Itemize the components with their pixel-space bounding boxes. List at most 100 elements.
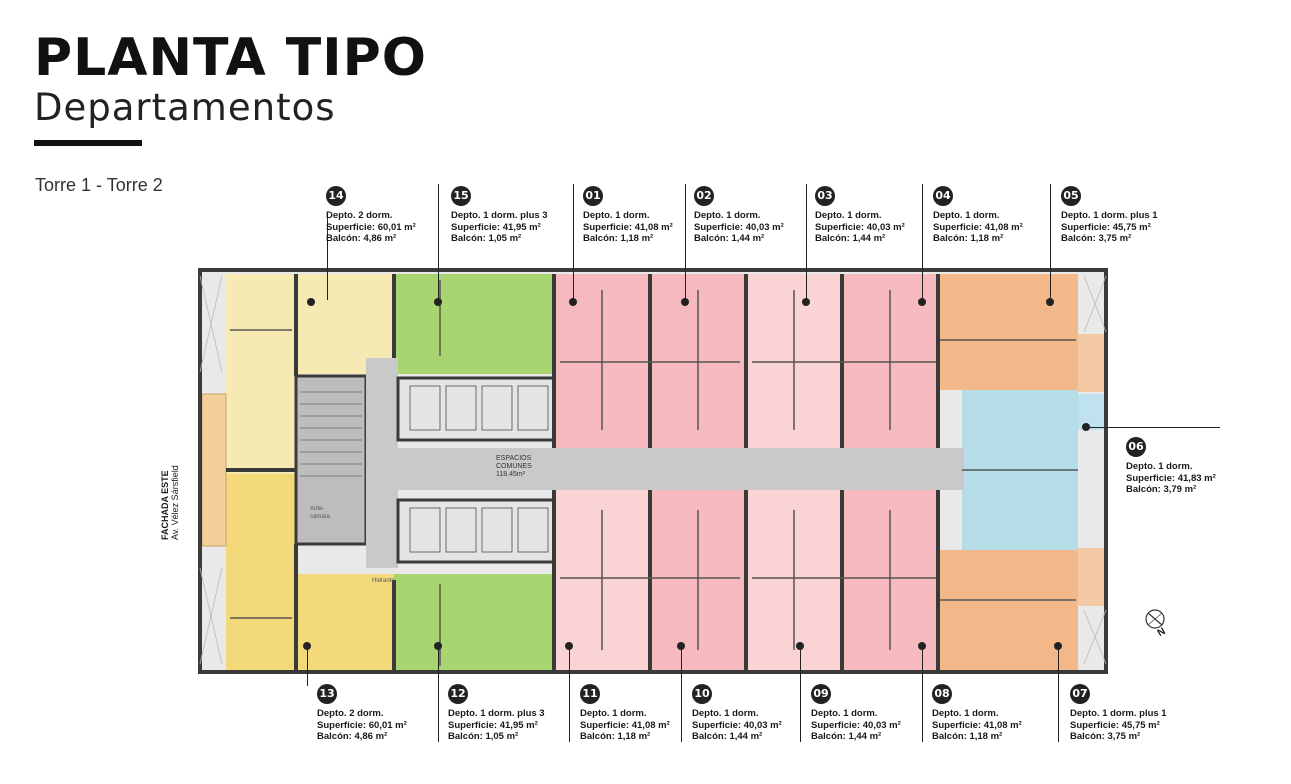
unit-type: Depto. 1 dorm. — [815, 210, 882, 221]
marker-04 — [918, 298, 926, 306]
unit-number-badge: 11 — [580, 684, 600, 704]
unit-area: Superficie: 41,08 m² — [932, 719, 1022, 731]
unit-balcony: Balcón: 1,18 m² — [583, 233, 654, 244]
leader-08 — [922, 646, 923, 742]
unit-balcony: Balcón: 1,44 m² — [815, 233, 886, 244]
unit-05-area — [938, 274, 1078, 390]
unit-area: Superficie: 41,08 m² — [933, 221, 1023, 233]
unit-number-badge: 08 — [932, 684, 952, 704]
title-underline — [34, 140, 142, 146]
unit-type: Depto. 1 dorm. plus 1 — [1070, 708, 1167, 719]
balcony-07 — [1078, 548, 1104, 606]
hydrant-label: Hidrante — [372, 578, 395, 584]
leader-01 — [573, 184, 574, 300]
unit-12-area — [394, 574, 554, 670]
unit-area: Superficie: 60,01 m² — [326, 221, 416, 233]
marker-13 — [303, 642, 311, 650]
unit-type: Depto. 1 dorm. — [933, 210, 1000, 221]
page-subtitle: Departamentos — [34, 86, 336, 129]
walls — [198, 268, 1108, 674]
unit-number-badge: 07 — [1070, 684, 1090, 704]
leader-13 — [307, 646, 308, 686]
unit-balcony: Balcón: 1,18 m² — [933, 233, 1004, 244]
unit-type: Depto. 1 dorm. — [811, 708, 878, 719]
unit-14-area-lower — [226, 374, 296, 474]
unit-13-area-upper — [226, 474, 296, 574]
unit-area: Superficie: 40,03 m² — [815, 221, 905, 233]
north-compass-icon — [1145, 609, 1165, 629]
page-title: PLANTA TIPO — [34, 28, 427, 88]
unit-number-badge: 13 — [317, 684, 337, 704]
unit-type: Depto. 1 dorm. — [692, 708, 759, 719]
unit-type: Depto. 1 dorm. plus 3 — [448, 708, 545, 719]
unit-type: Depto. 2 dorm. — [317, 708, 384, 719]
unit-balcony: Balcón: 3,75 m² — [1070, 731, 1141, 742]
unit-type: Depto. 1 dorm. plus 3 — [451, 210, 548, 221]
marker-10 — [677, 642, 685, 650]
facade-name: FACHADA ESTE — [160, 470, 170, 540]
marker-05 — [1046, 298, 1054, 306]
unit-14-area — [226, 274, 394, 374]
guide-lines — [199, 275, 1107, 665]
unit-07-area — [938, 550, 1078, 670]
unit-balcony: Balcón: 1,05 m² — [448, 731, 519, 742]
unit-type: Depto. 1 dorm. — [1126, 461, 1193, 472]
marker-12 — [434, 642, 442, 650]
unit-13-area — [226, 574, 394, 670]
unit-area: Superficie: 45,75 m² — [1070, 719, 1160, 731]
unit-type: Depto. 1 dorm. — [580, 708, 647, 719]
unit-number-badge: 09 — [811, 684, 831, 704]
balcony-05 — [1078, 334, 1104, 392]
unit-balcony: Balcón: 4,86 m² — [317, 731, 388, 742]
leader-02 — [685, 184, 686, 300]
unit-area: Superficie: 41,83 m² — [1126, 472, 1216, 484]
unit-balcony: Balcón: 3,75 m² — [1061, 233, 1132, 244]
unit-balcony: Balcón: 1,44 m² — [692, 731, 763, 742]
facade-street: Av. Vélez Sársfield — [170, 465, 180, 540]
leader-12 — [438, 646, 439, 742]
room-partitions — [230, 280, 1078, 666]
unit-balcony: Balcón: 1,18 m² — [580, 731, 651, 742]
unit-area: Superficie: 40,03 m² — [692, 719, 782, 731]
leader-05 — [1050, 184, 1051, 300]
unit-balcony: Balcón: 1,05 m² — [451, 233, 522, 244]
common-area-line2: COMUNES — [496, 463, 532, 470]
unit-type: Depto. 2 dorm. — [326, 210, 393, 221]
marker-07 — [1054, 642, 1062, 650]
marker-15 — [434, 298, 442, 306]
leader-09 — [800, 646, 801, 742]
marker-02 — [681, 298, 689, 306]
unit-balcony: Balcón: 1,44 m² — [694, 233, 765, 244]
unit-balcony: Balcón: 4,86 m² — [326, 233, 397, 244]
unit-area: Superficie: 41,95 m² — [451, 221, 541, 233]
unit-area: Superficie: 41,08 m² — [580, 719, 670, 731]
facade-label: FACHADA ESTE Av. Vélez Sársfield — [160, 440, 180, 540]
unit-number-badge: 02 — [694, 186, 714, 206]
unit-15-area — [394, 274, 554, 374]
leader-04 — [922, 184, 923, 300]
unit-number-badge: 10 — [692, 684, 712, 704]
unit-balcony: Balcón: 1,44 m² — [811, 731, 882, 742]
towers-label: Torre 1 - Torre 2 — [35, 175, 163, 195]
unit-number-badge: 14 — [326, 186, 346, 206]
marker-14 — [307, 298, 315, 306]
facade-balcony — [201, 393, 227, 547]
leader-07 — [1058, 646, 1059, 742]
unit-number-badge: 12 — [448, 684, 468, 704]
unit-type: Depto. 1 dorm. — [694, 210, 761, 221]
marker-03 — [802, 298, 810, 306]
marker-11 — [565, 642, 573, 650]
